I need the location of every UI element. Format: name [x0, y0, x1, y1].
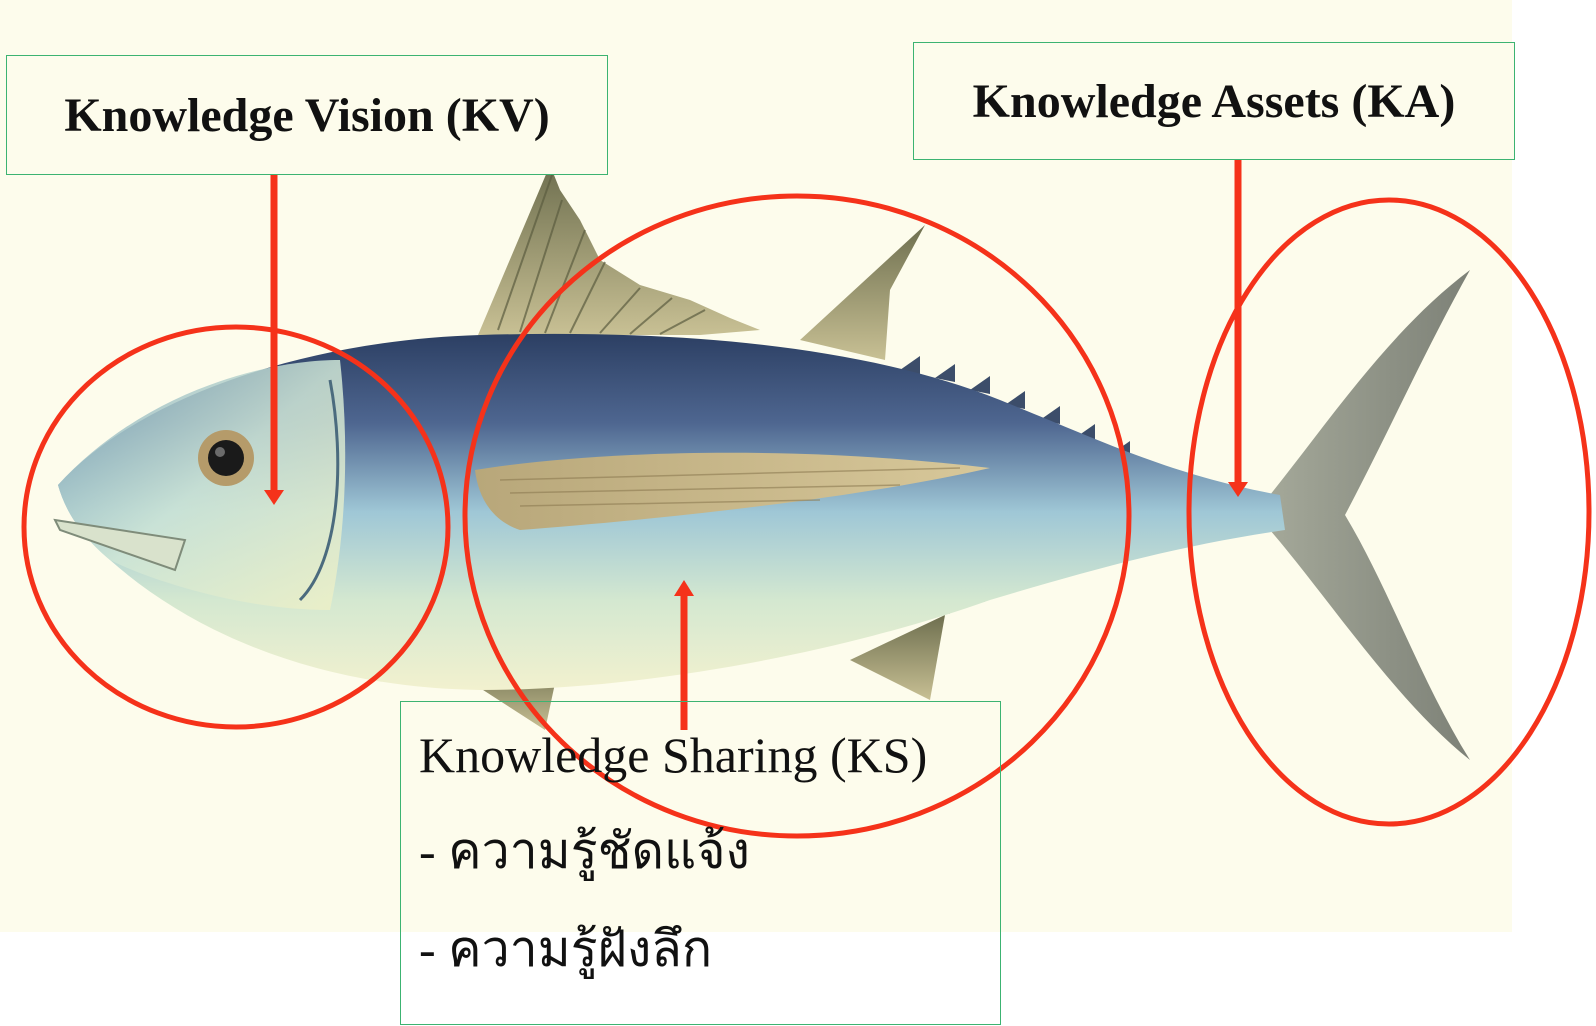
ka-arrow [1228, 158, 1248, 497]
knowledge-vision-label: Knowledge Vision (KV) [6, 55, 608, 175]
second-dorsal-fin [800, 225, 925, 360]
knowledge-sharing-box: Knowledge Sharing (KS) - ความรู้ชัดแจ้ง … [400, 701, 1001, 1025]
tacit-knowledge-item: - ความรู้ฝังลึก [419, 900, 1000, 998]
knowledge-sharing-title: Knowledge Sharing (KS) [419, 724, 1000, 786]
tail-fin [1270, 270, 1470, 760]
first-dorsal-fin [478, 165, 760, 335]
fish-head [58, 360, 345, 610]
knowledge-assets-label: Knowledge Assets (KA) [913, 42, 1515, 160]
explicit-knowledge-item: - ความรู้ชัดแจ้ง [419, 802, 1000, 900]
